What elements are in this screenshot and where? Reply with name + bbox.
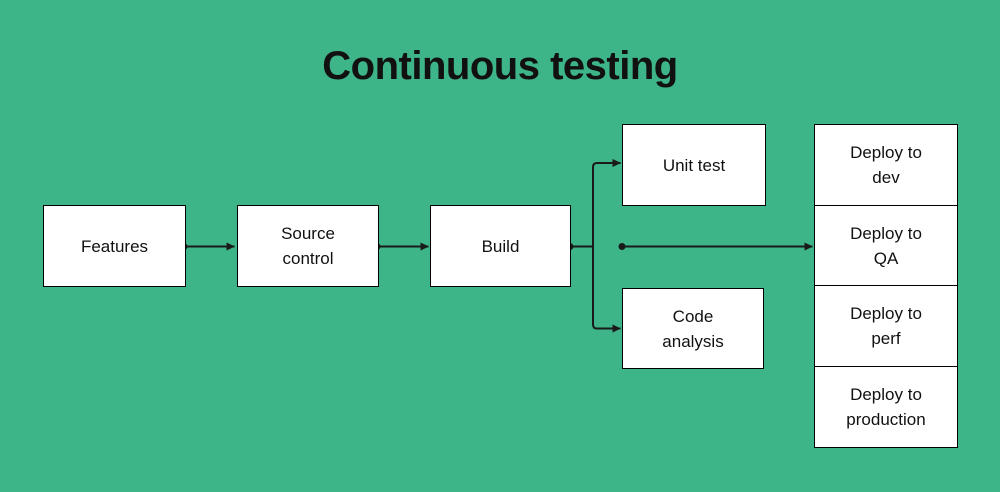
node-label: Build — [481, 236, 520, 256]
node-label: Features — [80, 236, 149, 256]
node-features: Features — [43, 205, 186, 287]
node-label: Source control — [281, 224, 335, 268]
node-source-control: Source control — [237, 205, 379, 287]
deploy-stack: Deploy to dev Deploy to QA Deploy to per… — [814, 124, 958, 448]
node-deploy-dev: Deploy to dev — [814, 124, 958, 207]
node-build: Build — [430, 205, 571, 287]
diagram-title: Continuous testing — [322, 44, 678, 88]
node-label: Code analysis — [662, 306, 724, 351]
node-label: Deploy to perf — [850, 304, 922, 349]
edge-build-unit-test — [592, 159, 621, 247]
node-label: Deploy to dev — [850, 143, 922, 188]
node-label: Deploy to QA — [850, 223, 922, 268]
edge-build-code-analysis — [592, 246, 621, 333]
node-deploy-qa: Deploy to QA — [814, 204, 958, 287]
node-unit-test: Unit test — [622, 124, 766, 206]
node-deploy-perf: Deploy to perf — [814, 285, 958, 368]
edge-origin-dot — [618, 243, 626, 250]
node-code-analysis: Code analysis — [622, 288, 764, 369]
node-deploy-production: Deploy to production — [814, 365, 958, 448]
node-label: Deploy to production — [846, 384, 926, 429]
node-label: Unit test — [662, 155, 726, 175]
